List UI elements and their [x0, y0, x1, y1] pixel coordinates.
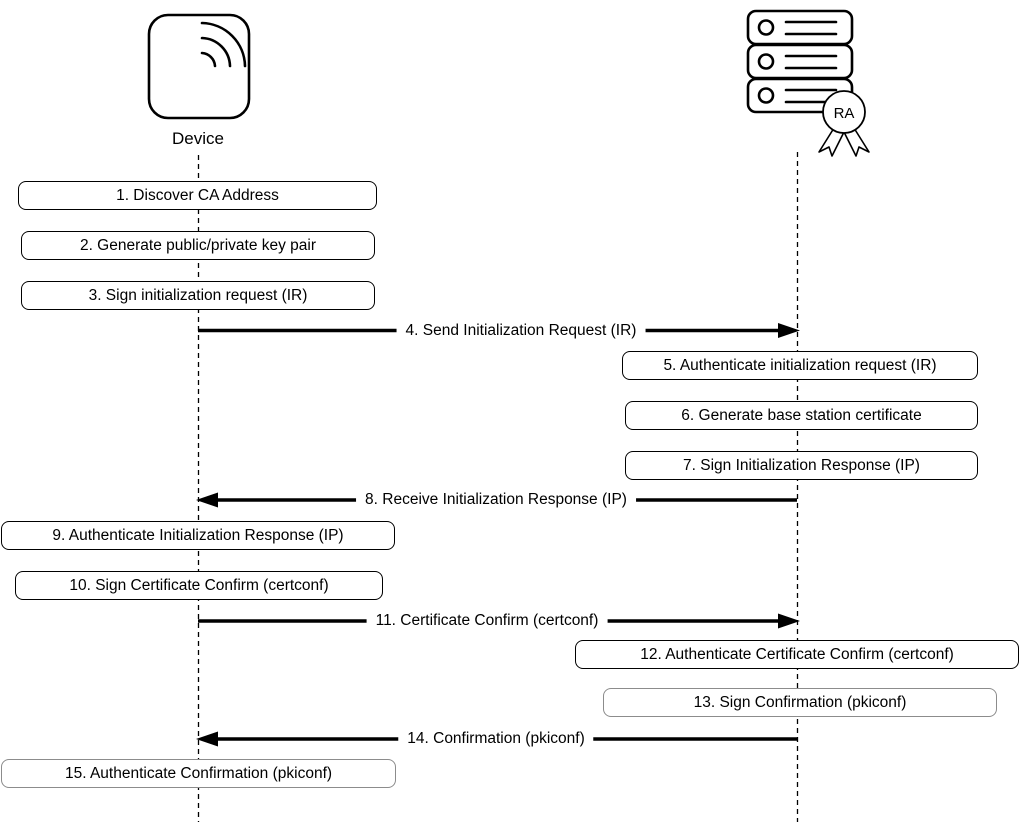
arrowhead-right-11: [778, 613, 800, 629]
step-box-9: 9. Authenticate Initialization Response …: [1, 521, 395, 550]
step-box-7: 7. Sign Initialization Response (IP): [625, 451, 978, 480]
device-actor-label: Device: [172, 129, 224, 148]
step-box-12: 12. Authenticate Certificate Confirm (ce…: [575, 640, 1019, 669]
step-box-13: 13. Sign Confirmation (pkiconf): [603, 688, 997, 717]
step-box-6: 6. Generate base station certificate: [625, 401, 978, 430]
server-stack-icon: [746, 9, 854, 114]
ra-badge-label: RA: [834, 105, 855, 122]
ra-badge-icon: RA: [818, 90, 870, 157]
arrowhead-left-14: [196, 731, 218, 747]
message-label-4: 4. Send Initialization Request (IR): [396, 322, 646, 340]
message-label-8: 8. Receive Initialization Response (IP): [356, 491, 636, 509]
wireless-device-icon: [147, 13, 251, 120]
step-box-1: 1. Discover CA Address: [18, 181, 377, 210]
step-box-15: 15. Authenticate Confirmation (pkiconf): [1, 759, 396, 788]
step-box-2: 2. Generate public/private key pair: [21, 231, 375, 260]
step-box-10: 10. Sign Certificate Confirm (certconf): [15, 571, 383, 600]
arrowhead-left-8: [196, 492, 218, 508]
message-label-11: 11. Certificate Confirm (certconf): [366, 612, 608, 630]
step-box-3: 3. Sign initialization request (IR): [21, 281, 375, 310]
step-box-5: 5. Authenticate initialization request (…: [622, 351, 978, 380]
message-label-14: 14. Confirmation (pkiconf): [398, 730, 594, 748]
arrowhead-right-4: [778, 323, 800, 338]
